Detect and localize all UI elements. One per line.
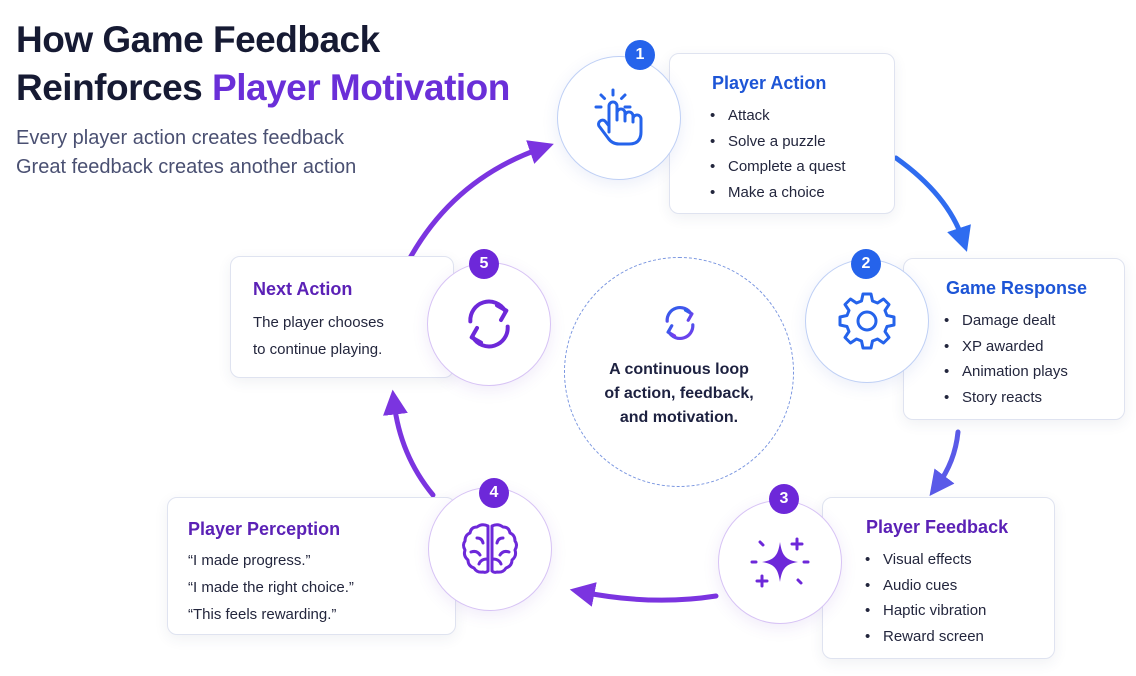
title-highlight: Player Motivation — [212, 67, 510, 108]
brain-icon — [462, 523, 518, 574]
perception-line: “This feels rewarding.” — [188, 606, 337, 623]
step-5-lines: The player chooses to continue playing. — [253, 309, 384, 363]
subtitle: Every player action creates feedback Gre… — [16, 124, 356, 182]
step-3-title: Player Feedback — [866, 517, 1009, 537]
sparkle-icon — [750, 537, 810, 588]
arrow-feedback-to-perception — [569, 582, 719, 607]
center-text: A continuous loop of action, feedback, a… — [585, 358, 773, 430]
center-loop: A continuous loop of action, feedback, a… — [564, 257, 794, 487]
step-4-circle — [428, 487, 552, 611]
list-item: Story reacts — [944, 385, 1068, 411]
step-1-circle — [557, 56, 681, 180]
step-5-card: Next Action The player chooses to contin… — [230, 256, 454, 378]
step-2-card: Game Response Damage dealt XP awarded An… — [903, 258, 1125, 420]
arrow-next-to-action — [407, 140, 554, 261]
step-4-title: Player Perception — [188, 519, 341, 539]
title-line-2-prefix: Reinforces — [16, 67, 213, 108]
center-line-2: of action, feedback, — [604, 385, 754, 402]
step-2-list: Damage dealt XP awarded Animation plays … — [944, 308, 1068, 410]
list-item: Visual effects — [865, 547, 986, 573]
step-4-lines: “I made progress.” “I made the right cho… — [188, 547, 354, 628]
page-title: How Game Feedback Reinforces Player Moti… — [16, 16, 510, 112]
step-3-badge: 3 — [769, 484, 799, 514]
arrow-action-to-response — [893, 155, 971, 252]
step-5-circle — [427, 262, 551, 386]
next-action-line: The player chooses — [253, 314, 384, 331]
step-2-circle — [805, 259, 929, 383]
gear-icon — [838, 292, 896, 350]
title-line-2: Reinforces Player Motivation — [16, 64, 510, 112]
step-3-card: Player Feedback Visual effects Audio cue… — [822, 497, 1055, 659]
title-line-1: How Game Feedback — [16, 19, 380, 60]
step-4-card: Player Perception “I made progress.” “I … — [167, 497, 456, 635]
step-5-title: Next Action — [253, 279, 353, 299]
list-item: Solve a puzzle — [710, 129, 846, 155]
list-item: XP awarded — [944, 334, 1068, 360]
list-item: Reward screen — [865, 624, 986, 650]
perception-line: “I made the right choice.” — [188, 579, 354, 596]
list-item: Animation plays — [944, 359, 1068, 385]
subtitle-line-2: Great feedback creates another action — [16, 156, 357, 178]
arrow-response-to-feedback — [929, 429, 961, 497]
list-item: Damage dealt — [944, 308, 1068, 334]
arrow-perception-to-next — [382, 389, 436, 498]
center-line-3: and motivation. — [619, 409, 739, 426]
subtitle-line-1: Every player action creates feedback — [16, 127, 344, 149]
refresh-icon — [468, 299, 510, 349]
step-5-badge: 5 — [469, 249, 499, 279]
step-1-badge: 1 — [625, 40, 655, 70]
step-3-list: Visual effects Audio cues Haptic vibrati… — [865, 547, 986, 649]
step-1-list: Attack Solve a puzzle Complete a quest M… — [710, 103, 846, 205]
next-action-line: to continue playing. — [253, 341, 383, 358]
step-2-title: Game Response — [946, 278, 1088, 298]
list-item: Complete a quest — [710, 154, 846, 180]
pointer-hand-icon — [594, 88, 643, 146]
perception-line: “I made progress.” — [188, 552, 311, 569]
step-4-badge: 4 — [479, 478, 509, 508]
step-1-title: Player Action — [712, 73, 827, 93]
step-3-circle — [718, 500, 842, 624]
list-item: Attack — [710, 103, 846, 129]
list-item: Make a choice — [710, 180, 846, 206]
center-line-1: A continuous loop — [609, 361, 749, 378]
center-refresh-icon — [665, 306, 695, 340]
step-2-badge: 2 — [851, 249, 881, 279]
list-item: Audio cues — [865, 573, 986, 599]
list-item: Haptic vibration — [865, 598, 986, 624]
step-1-card: Player Action Attack Solve a puzzle Comp… — [669, 53, 895, 214]
